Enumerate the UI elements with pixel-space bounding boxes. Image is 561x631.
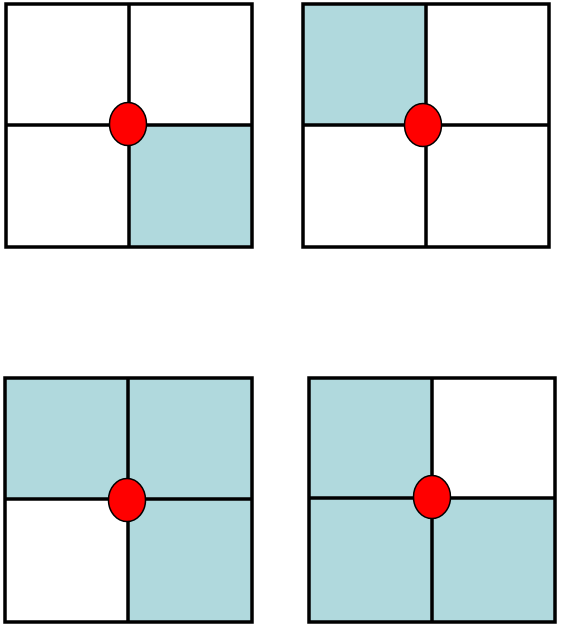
- cell-top-right-empty: [129, 4, 252, 125]
- cell-bottom-left-empty: [6, 125, 129, 247]
- vertex-dot: [107, 477, 147, 523]
- cell-top-left-empty: [6, 4, 129, 125]
- panel-bottom-left: [3, 376, 254, 624]
- cell-top-left-shaded: [5, 378, 128, 499]
- cell-top-right-empty: [432, 378, 555, 498]
- cell-top-right-empty: [426, 4, 549, 125]
- cell-bottom-left-empty: [303, 125, 426, 247]
- cell-bottom-left-shaded: [309, 498, 432, 622]
- cell-bottom-right-empty: [426, 125, 549, 247]
- cell-bottom-left-empty: [5, 499, 128, 622]
- cell-top-right-shaded: [128, 378, 252, 499]
- cell-top-left-shaded: [309, 378, 432, 498]
- cell-bottom-right-shaded: [432, 498, 555, 622]
- panel-bottom-right: [307, 376, 557, 624]
- vertex-dot: [403, 102, 443, 148]
- vertex-dot: [412, 474, 452, 520]
- cell-bottom-right-shaded: [129, 125, 252, 247]
- cell-bottom-right-shaded: [128, 499, 252, 622]
- panel-top-left: [4, 2, 254, 249]
- cell-top-left-shaded: [303, 4, 426, 125]
- vertex-dot: [108, 101, 148, 147]
- panel-top-right: [301, 2, 551, 249]
